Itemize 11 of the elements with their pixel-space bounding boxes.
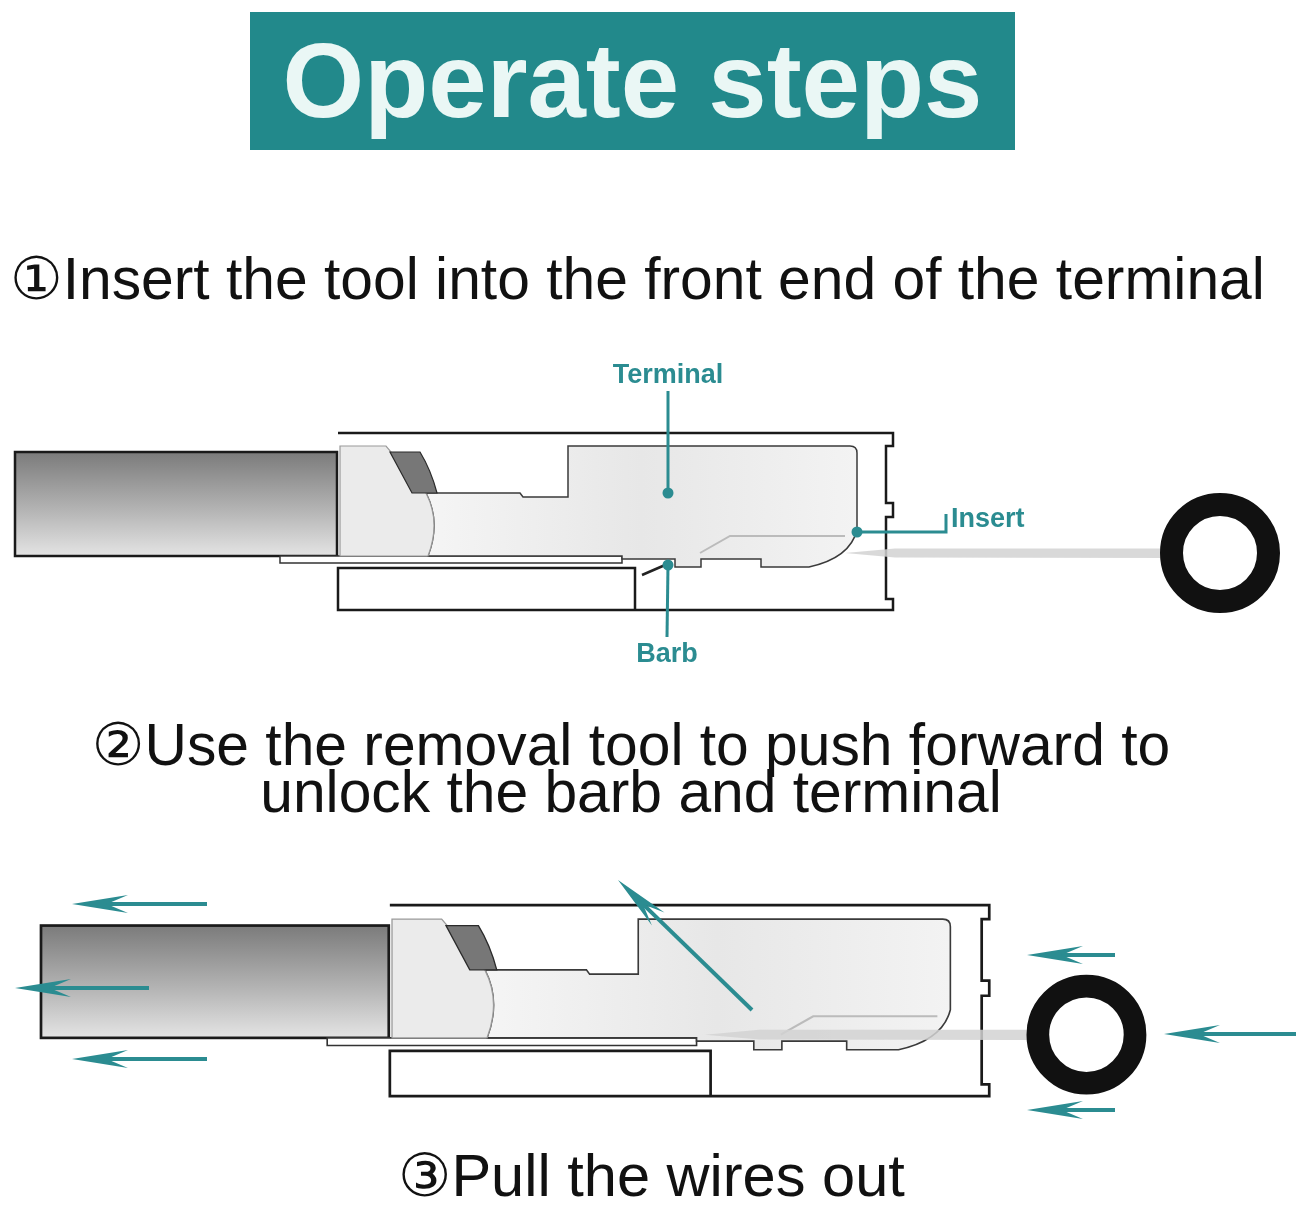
terminal xyxy=(339,445,858,568)
leader-line xyxy=(662,391,674,499)
step-instruction: ①Insert the tool into the front end of the terminal xyxy=(10,250,1265,309)
leader-line xyxy=(662,559,674,638)
step-instruction: ②Use the removal tool to push forward to unlock the barb and terminal xyxy=(90,721,1172,816)
part-label: Terminal xyxy=(612,361,724,388)
leader-line xyxy=(851,513,948,538)
title-banner: Operate steps xyxy=(250,12,1015,150)
step-instruction: ③Pull the wires out xyxy=(398,1146,905,1206)
part-label: Barb xyxy=(636,640,698,667)
part-label: Insert xyxy=(951,505,1025,532)
